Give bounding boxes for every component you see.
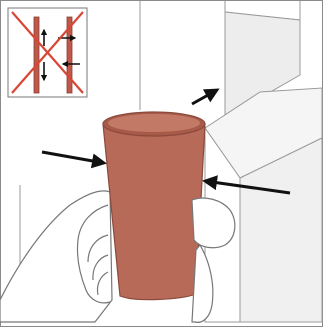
prohibited-squeeze-icon xyxy=(8,8,87,97)
cup-icon xyxy=(103,112,205,300)
